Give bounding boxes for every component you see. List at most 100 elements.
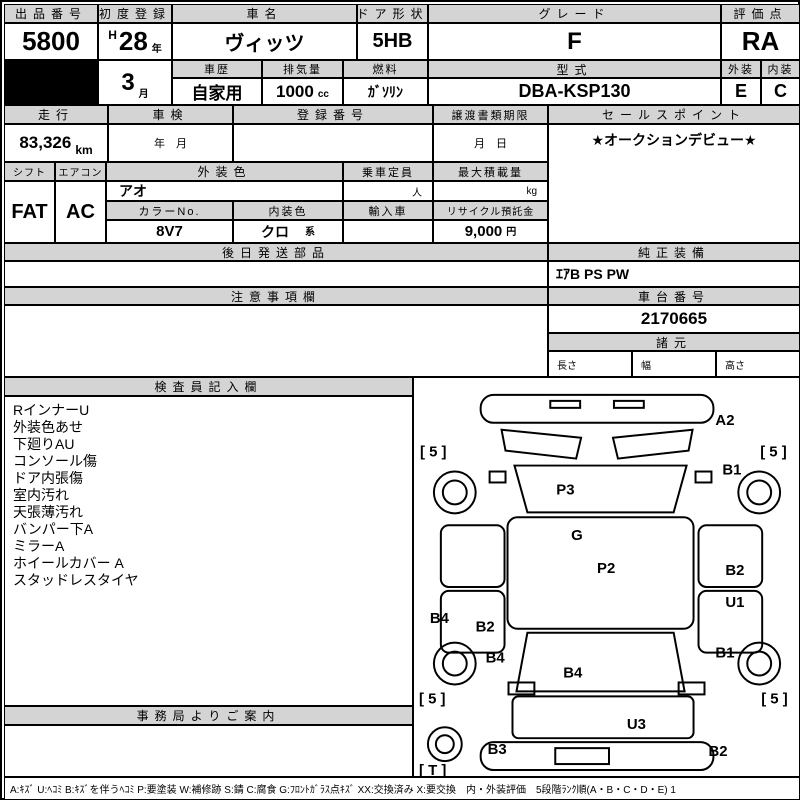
chassis-value: 2170665 [548,305,800,333]
recycle-value: 9,000 [464,223,503,240]
fuel-label: 燃料 [343,60,428,78]
reg-no-label: 登録番号 [233,105,433,124]
wheel-front-right [737,470,782,515]
damage-label: U3 [627,716,646,733]
damage-label: [ 5 ] [760,444,787,461]
score-value: RA [721,23,800,60]
interior-score: C [761,78,800,105]
score-label: 評価点 [721,4,800,23]
damage-label: B3 [488,741,507,758]
max-load-unit: kg [433,181,548,201]
damage-label: G [571,527,583,544]
exterior-label: 外装 [721,60,761,78]
dimension-width: 幅 [632,351,716,377]
filler-black-cell [4,60,98,105]
damage-label: B2 [725,562,744,579]
auction-no-value: 5800 [4,23,98,60]
first-reg-month-unit: 月 [138,89,149,100]
color-no-value: 8V7 [106,220,233,243]
recycle-label: リサイクル預託金 [433,201,548,220]
model-label: 型式 [428,60,721,78]
first-reg-month: 3 [121,68,135,96]
headlight-left [500,428,583,460]
damage-label: P2 [597,560,615,577]
damage-label: P3 [556,481,574,498]
windshield [513,464,688,514]
inspector-note-line: RインナーU [13,402,90,418]
rear-bumper [479,741,715,772]
car-name-value: ヴィッツ [172,23,357,60]
recycle-unit: 円 [506,227,517,238]
import-car-label: 輸入車 [343,201,433,220]
capacity-unit: 人 [343,181,433,201]
mirror-left-icon [488,470,507,484]
later-parts-value [4,261,548,287]
inspector-note-line: コンソール傷 [13,453,97,469]
sales-point-value: ★オークションデビュー★ [548,124,800,243]
caution-label: 注意事項欄 [4,287,548,305]
mirror-right-icon [694,470,713,484]
caution-value [4,305,548,377]
fuel-value: ｶﾞｿﾘﾝ [343,78,428,105]
inspector-note-line: スタッドレスタイヤ [13,572,139,588]
chassis-label: 車台番号 [548,287,800,305]
right-front-door [697,524,764,588]
license-plate [554,747,610,766]
damage-label: [ 5 ] [761,690,788,707]
first-reg-month-cell: 3 月 [98,60,172,105]
auction-no-label: 出品番号 [4,4,98,23]
ext-color-label: 外装色 [106,162,343,181]
later-parts-label: 後日発送部品 [4,243,548,261]
inspector-note-line: ドア内張傷 [13,470,83,486]
displacement-unit: cc [317,89,329,100]
max-load-label: 最大積載量 [433,162,548,181]
roof-panel [506,516,695,630]
first-reg-year-unit: 年 [151,44,162,55]
capacity-label: 乗車定員 [343,162,433,181]
tail-light-right [677,681,706,696]
shift-label: シフト [4,162,55,181]
wheel-rear-right [737,641,782,686]
color-no-label: カラーNo. [106,201,233,220]
damage-label: B2 [476,619,495,636]
damage-label: [ 5 ] [419,690,446,707]
inspector-note-line: 下廻りAU [13,436,75,452]
door-shape-value: 5HB [357,23,428,60]
transfer-deadline-label: 譲渡書類期限 [433,105,548,124]
aircon-value: AC [55,181,106,243]
legend-text: A:ｷｽﾞ U:ﾍｺﾐ B:ｷｽﾞを伴うﾍｺﾐ P:要塗装 W:補修跡 S:錆 … [4,777,800,800]
rear-window [515,631,686,693]
wheel-front-left [432,470,477,515]
car-name-label: 車名 [172,4,357,23]
inspector-note-line: 外装色あせ [13,419,83,435]
damage-label: B4 [563,664,583,681]
damage-label: B2 [708,743,727,760]
damage-label: B4 [486,650,506,667]
damage-label: B1 [715,645,734,662]
interior-label: 内装 [761,60,800,78]
displacement-value: 1000 [276,81,314,101]
front-grille-right [612,399,645,409]
inspector-notes: RインナーU 外装色あせ 下廻りAU コンソール傷 ドア内張傷 室内汚れ 天張薄… [4,396,413,706]
mileage-cell: 83,326 km [4,124,108,162]
inspection-value: 年 月 [108,124,233,162]
tail-light-left [507,681,536,696]
ext-color-value: アオ [106,181,343,201]
transfer-deadline-value: 月 日 [433,124,548,162]
front-grille-left [549,399,582,409]
inspector-label: 検査員記入欄 [4,377,413,396]
displacement-label: 排気量 [262,60,343,78]
front-bumper [479,393,715,424]
damage-label: B4 [430,610,450,627]
inspector-note-line: 天張薄汚れ [13,504,83,520]
aircon-label: エアコン [55,162,106,181]
grade-value: F [428,23,721,60]
exterior-score: E [721,78,761,105]
int-color-suffix: 系 [305,227,315,238]
wheel-rear-left [432,641,477,686]
mileage-label: 走行 [4,105,108,124]
genuine-equip-value: ｴｱB PS PW [548,261,800,287]
